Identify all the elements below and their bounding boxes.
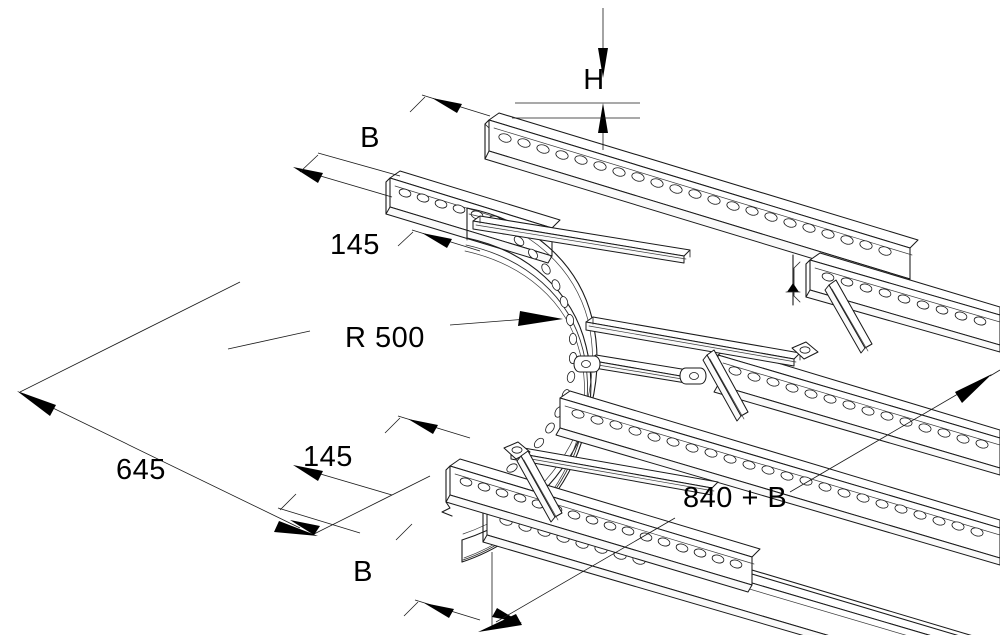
- rung: [702, 349, 749, 422]
- dimension-B-top: B: [293, 94, 491, 198]
- perforation-row-right-middle: [728, 366, 989, 449]
- perforation-row-lower-inner: [571, 409, 984, 537]
- rung: [824, 279, 873, 354]
- rung: [516, 450, 563, 523]
- dimension-annotations: H B 145 R 500: [17, 8, 1000, 632]
- rung: [585, 316, 819, 367]
- dimension-B-bottom: B: [277, 493, 413, 588]
- dimension-label-H: H: [583, 64, 604, 96]
- lower-branch-outer-rail: [441, 458, 761, 593]
- upper-branch-inner-rail: [385, 170, 561, 264]
- dimension-label-radius: R 500: [345, 322, 425, 354]
- ladder-assembly: [385, 112, 1000, 635]
- dimension-840B: 840 + B: [478, 369, 1000, 632]
- bend-coupler: [573, 354, 707, 385]
- perforation-row-lower-outer: [459, 477, 743, 569]
- dimension-radius: R 500: [227, 311, 563, 354]
- dimension-label-840B: 840 + B: [683, 482, 787, 514]
- upper-branch-outer-rail: [484, 112, 919, 288]
- dimension-B-bottom-arrows: [403, 552, 522, 628]
- ladder-rungs: [472, 215, 873, 523]
- right-branch-middle-rail: [713, 347, 1000, 476]
- perforation-row-right-far: [821, 272, 987, 326]
- right-branch-outer-rail: [793, 252, 1000, 353]
- dimension-645: 645: [17, 281, 431, 536]
- dimension-145-top: 145: [330, 229, 481, 261]
- dimension-label-645: 645: [116, 454, 166, 486]
- dimension-label-B-bottom: B: [353, 556, 373, 588]
- dimension-label-145-bottom: 145: [303, 441, 353, 473]
- dimension-H: H: [512, 8, 640, 150]
- rung: [503, 441, 719, 496]
- rung: [472, 215, 691, 264]
- corner-junction-marks: [785, 254, 801, 306]
- perforation-row-upper-outer: [498, 133, 892, 256]
- dimension-145-bottom: 145: [293, 415, 471, 496]
- lower-branch-inner-rail: [555, 390, 1000, 566]
- dimension-label-145-top: 145: [330, 229, 380, 261]
- dimension-label-B-top: B: [360, 122, 380, 154]
